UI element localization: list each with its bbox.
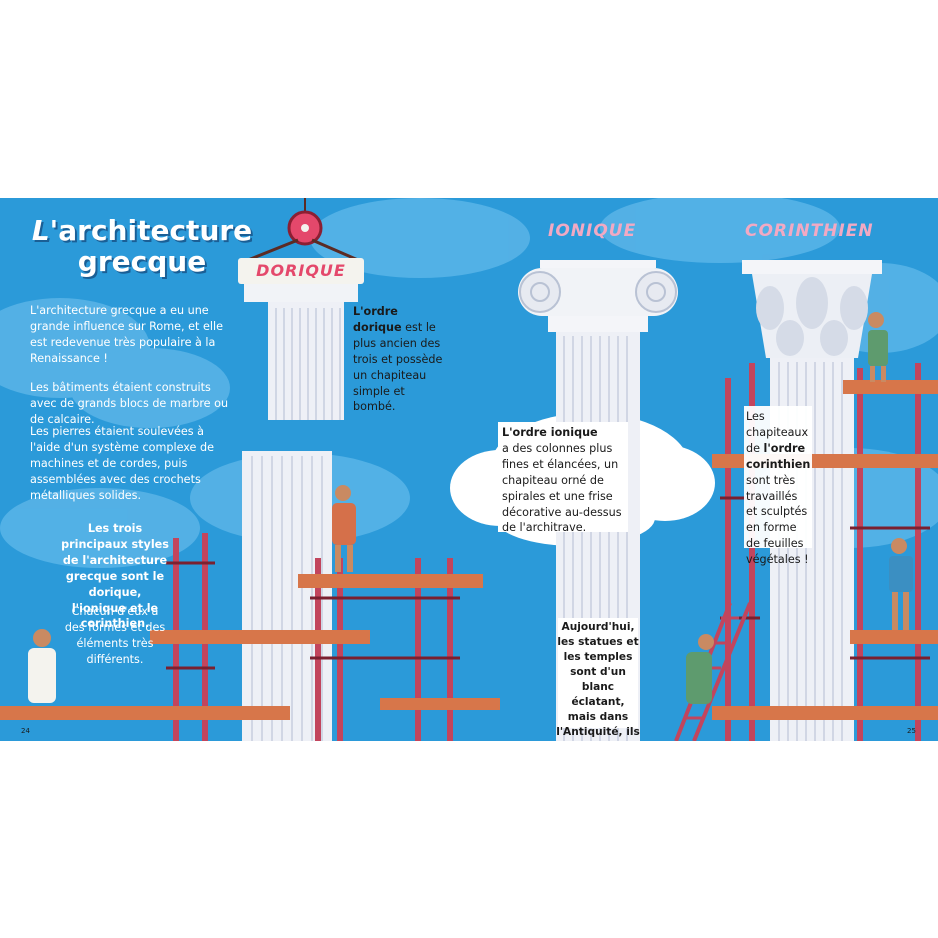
corinthien-rest: sont très travaillés et sculptés en form… — [746, 473, 809, 567]
workers — [28, 312, 913, 704]
ionique-bold: L'ordre ionique — [502, 426, 598, 439]
corinthien-bold: l'ordre corinthien — [746, 441, 811, 471]
corinthien-box-bg — [744, 406, 812, 548]
corinthien-pre: Les chapiteaux de — [746, 410, 809, 455]
page-number-right: 25 — [907, 727, 916, 735]
ionique-label: IONIQUE — [548, 221, 637, 241]
philosopher — [28, 629, 56, 703]
dorique-bold: L'ordre dorique — [353, 305, 402, 334]
statues-box-bg — [558, 618, 638, 728]
scaffolding-left — [0, 533, 500, 741]
worker-corinthian-top — [868, 312, 888, 382]
worker-doric — [332, 485, 356, 572]
dorique-description: L'ordre dorique est le plus ancien des t… — [353, 304, 449, 415]
intro-paragraph-2: Les bâtiments étaient construits avec de… — [30, 381, 229, 426]
scaffolding-right — [674, 363, 938, 741]
intro-paragraph-1: L'architecture grecque a eu une grande i… — [30, 304, 223, 365]
dorique-rest: est le plus ancien des trois et possède … — [353, 320, 443, 414]
title-line2: grecque — [77, 245, 207, 279]
corinthien-label: CORINTHIEN — [745, 221, 874, 241]
worker-corinthian-right — [889, 538, 913, 630]
title-line1: architecture — [58, 214, 253, 247]
ionique-rest: a des colonnes plus fines et élancées, u… — [502, 441, 622, 535]
statues-note: Aujourd'hui, les statues et les temples … — [556, 621, 640, 739]
ionique-description: L'ordre ionique a des colonnes plus fine… — [502, 425, 628, 536]
dorique-label: DORIQUE — [238, 258, 364, 284]
page-title: L'architecture grecque — [22, 215, 262, 278]
corinthien-description: Les chapiteaux de l'ordre corinthien son… — [746, 409, 810, 568]
styles-note-1: Les trois principaux styles de l'archite… — [61, 522, 169, 631]
doric-column-hanging — [244, 284, 358, 420]
styles-note-2: Chacun d'eux a des formes et des élément… — [64, 605, 166, 666]
worker-ladder — [686, 634, 714, 704]
pulley — [247, 198, 359, 262]
intro-paragraph-3: Les pierres étaient soulevées à l'aide d… — [30, 425, 214, 502]
book-spread: L'architecture grecque DORIQUE IONIQUE C… — [0, 198, 938, 741]
ionique-box-bg — [498, 422, 628, 532]
title-line1-italic: L' — [31, 214, 59, 247]
page-number-left: 24 — [21, 727, 30, 735]
